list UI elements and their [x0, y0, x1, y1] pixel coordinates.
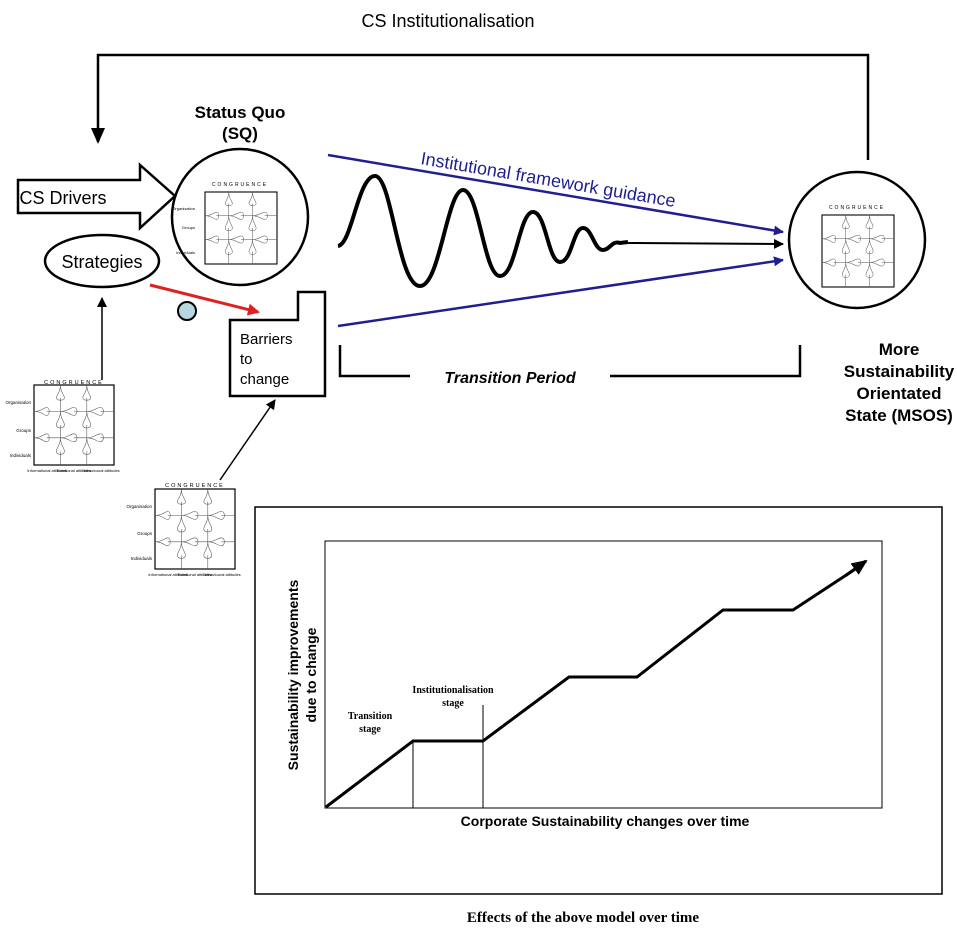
middle-puzzle-col-1: Informational attitudes [148, 572, 187, 577]
left-puzzle-row-3: Individuals [10, 453, 32, 458]
inset-frame [254, 506, 943, 895]
left-puzzle-card: CONGRUENCE Organisation Groups Individua… [5, 380, 119, 473]
inset-caption: Effects of the above model over time [467, 910, 699, 926]
cs-drivers-label: CS Drivers [19, 188, 106, 208]
oscillation-wave [336, 173, 629, 289]
msos-line-4: State (MSOS) [845, 406, 953, 425]
middle-puzzle-row-3: Individuals [131, 556, 153, 561]
barriers-line-2: to [240, 351, 253, 368]
status-quo-circle: CONGRUENCE Organisation Groups Individua… [170, 147, 310, 287]
strategies-ellipse [43, 233, 161, 289]
puzzle-to-barriers-arrow [219, 399, 276, 481]
middle-puzzle-row-2: Groups [137, 531, 153, 536]
improvement-arrowhead [844, 559, 868, 578]
sq-puzzle-row-1: Organisation [172, 206, 195, 211]
sq-puzzle-row-3: Individuals [176, 250, 195, 255]
middle-puzzle-col-2: Emotional attitudes [178, 572, 212, 577]
stage-dividers [412, 705, 484, 808]
framework-lower-line [337, 256, 784, 328]
msos-line-1: More [879, 340, 920, 359]
left-puzzle-col-2: Emotional attitudes [57, 468, 91, 473]
middle-puzzle-card: CONGRUENCE Organisation Groups Individua… [126, 483, 240, 577]
top-label: CS Institutionalisation [361, 11, 534, 31]
strategy-to-barriers-arrow [149, 283, 260, 316]
transition-period-label: Transition Period [444, 370, 577, 387]
framework-label: Institutional framework guidance [419, 148, 677, 211]
dot-marker [177, 301, 197, 321]
barriers-box [228, 290, 327, 398]
barriers-line-1: Barriers [240, 331, 293, 348]
inst-stage-label-2: stage [442, 698, 464, 709]
msos-puzzle-grid [821, 214, 895, 288]
sq-puzzle-grid [204, 191, 278, 265]
wave-arrow [627, 238, 784, 249]
transition-bracket-right [610, 345, 802, 378]
inset-ylabel-1: Sustainability improvements [285, 579, 301, 770]
middle-puzzle-col-3: Behavioural attitudes [203, 572, 240, 577]
status-quo-title: Status Quo [195, 103, 286, 122]
inset-ylabel-2: due to change [303, 627, 319, 722]
msos-line-2: Sustainability [844, 362, 955, 381]
framework-upper-line [327, 153, 784, 236]
inset-xlabel: Corporate Sustainability changes over ti… [461, 813, 750, 829]
msos-circle: CONGRUENCE [787, 170, 927, 310]
transition-stage-label-1: Transition [348, 711, 393, 722]
transition-bracket-left [338, 345, 410, 378]
left-puzzle-top: CONGRUENCE [44, 380, 104, 386]
sq-puzzle-row-2: Groups [182, 225, 195, 230]
msos-puzzle-top: CONGRUENCE [829, 205, 885, 211]
strategies-label: Strategies [61, 252, 142, 272]
institutionalisation-loop-arrow [91, 53, 870, 160]
inset-plot-area [324, 540, 883, 809]
cs-drivers-arrow [16, 162, 177, 231]
status-quo-abbr: (SQ) [222, 124, 258, 143]
improvement-step-line [325, 564, 861, 809]
left-puzzle-col-3: Behavioural attitudes [82, 468, 119, 473]
left-puzzle-col-1: Informational attitudes [27, 468, 66, 473]
msos-line-3: Orientated [856, 384, 941, 403]
middle-puzzle-top: CONGRUENCE [165, 483, 225, 489]
sq-puzzle-top: CONGRUENCE [212, 182, 268, 188]
inst-stage-label-1: Institutionalisation [412, 685, 494, 696]
transition-stage-label-2: stage [359, 724, 381, 735]
left-puzzle-row-1: Organisation [5, 400, 31, 405]
left-puzzle-row-2: Groups [16, 428, 32, 433]
barriers-line-3: change [240, 371, 289, 388]
middle-puzzle-row-1: Organisation [126, 504, 152, 509]
